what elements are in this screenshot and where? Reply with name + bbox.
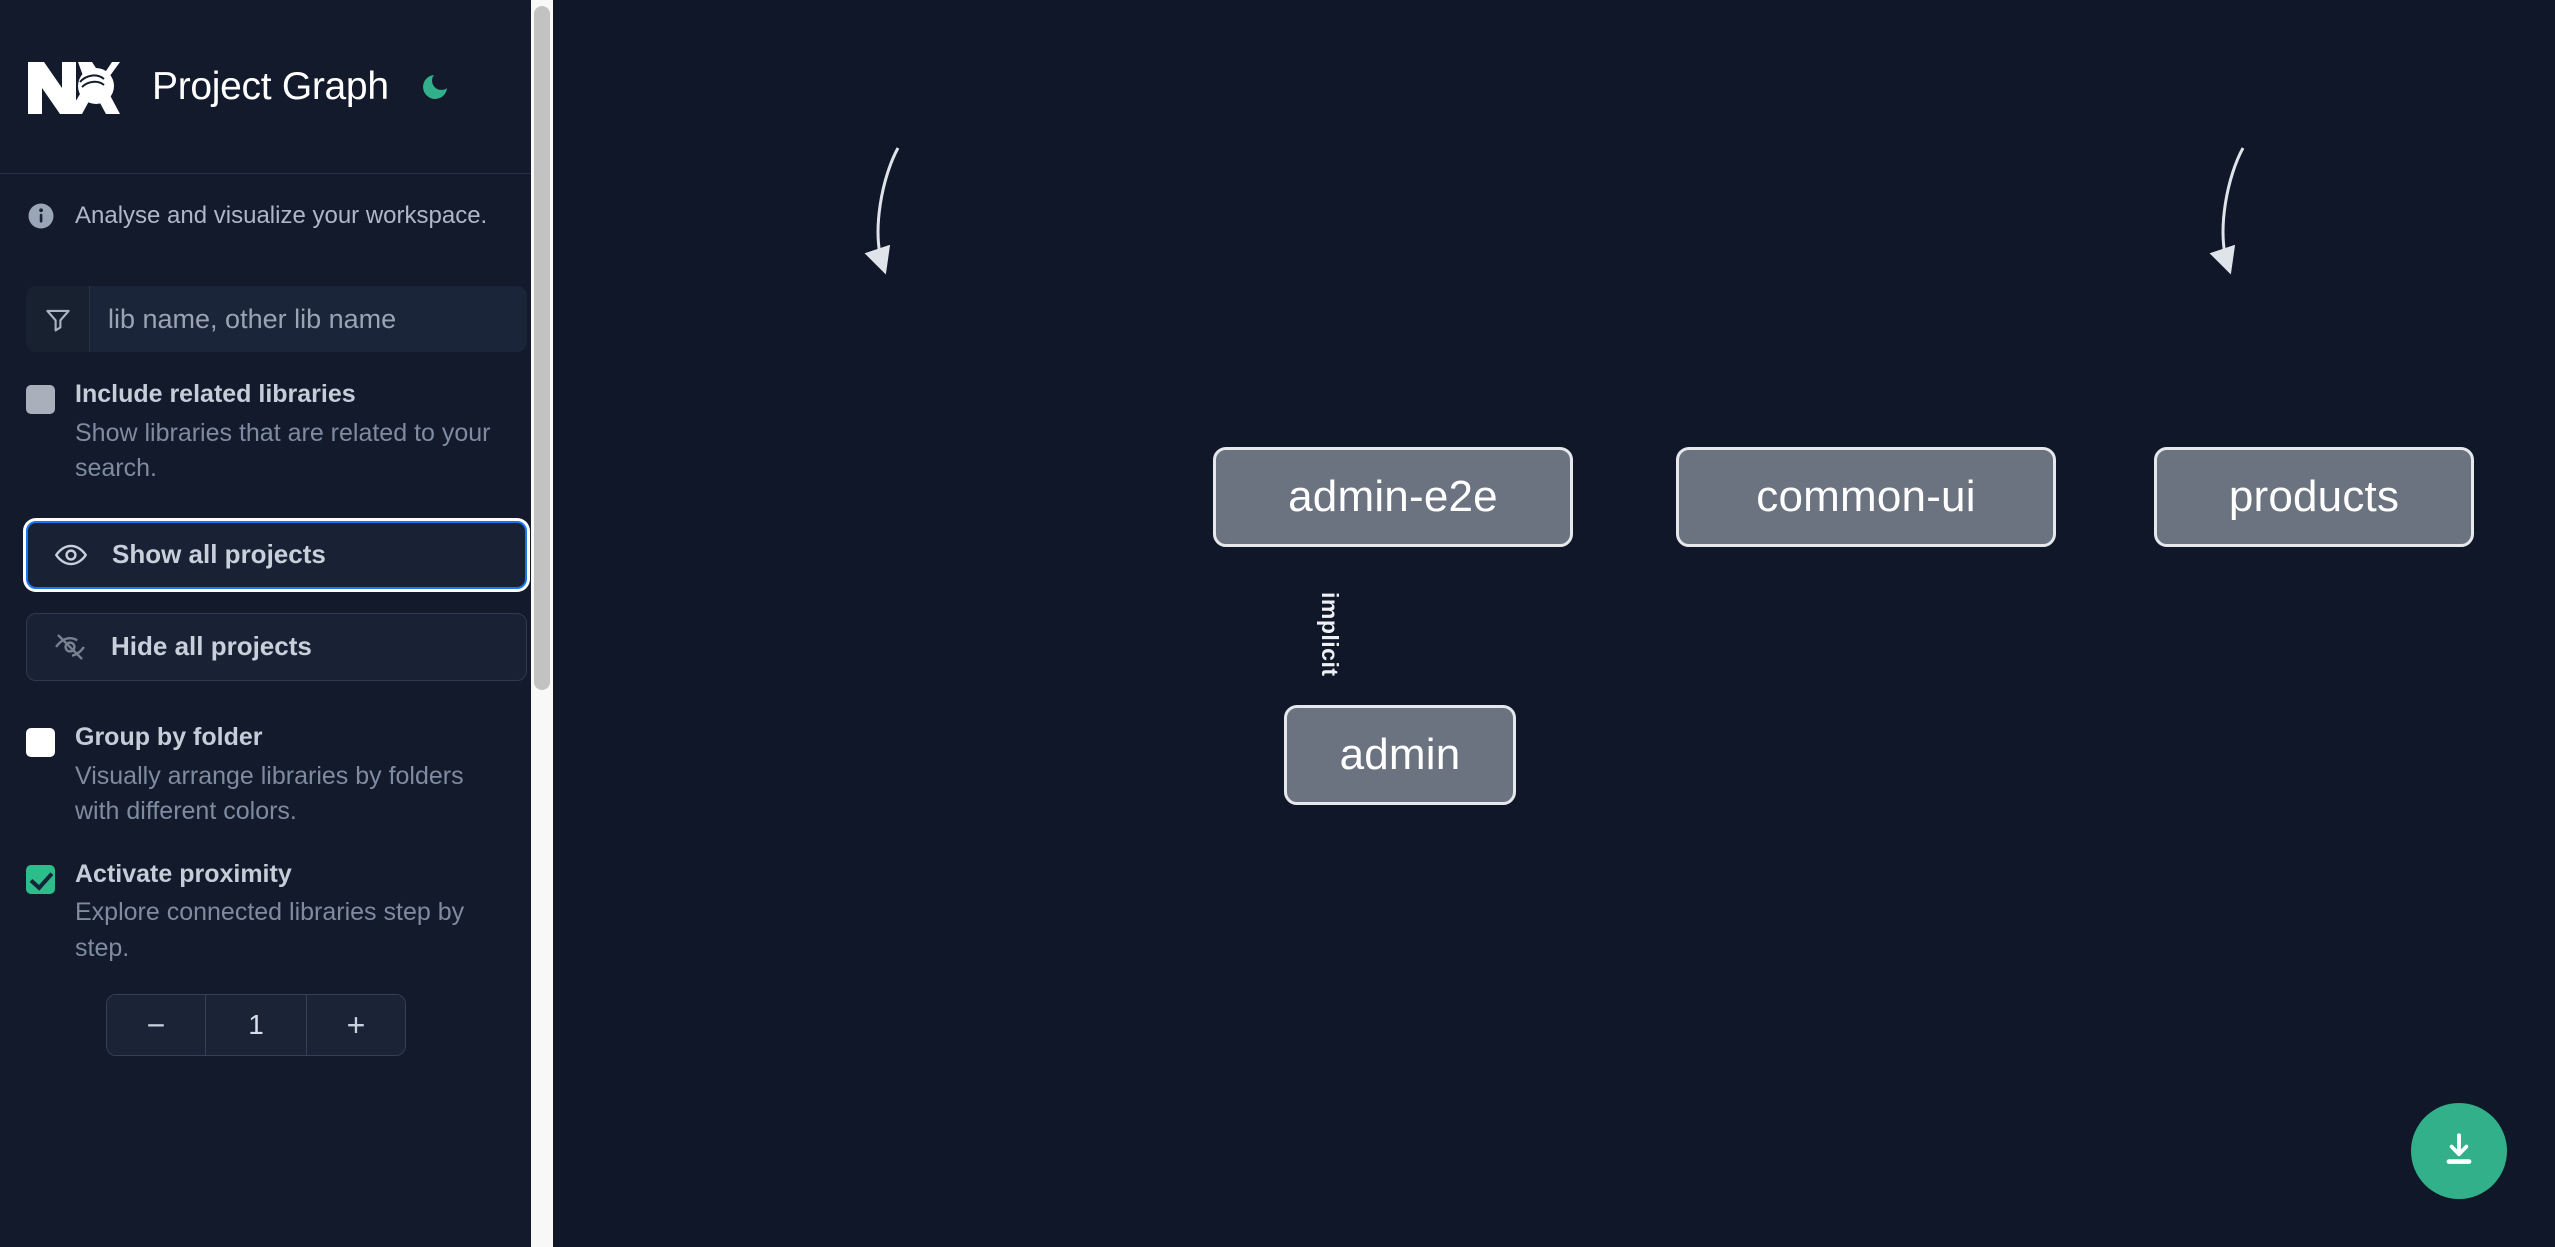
eye-off-icon [53, 630, 87, 664]
info-icon [26, 201, 56, 231]
graph-node-admin-e2e[interactable]: admin-e2e [1213, 447, 1573, 547]
option-include-related-libraries[interactable]: Include related libraries Show libraries… [0, 352, 553, 487]
nx-logo [26, 56, 122, 118]
activate-proximity-checkbox[interactable] [26, 864, 55, 894]
graph-node-common-ui[interactable]: common-ui [1676, 447, 2056, 547]
sidebar-scrollbar-thumb[interactable] [534, 6, 550, 690]
graph-canvas[interactable]: admin-e2e common-ui products store-e2e a… [553, 0, 2555, 1247]
search-input[interactable] [90, 286, 527, 352]
proximity-value: 1 [205, 995, 307, 1056]
page-title: Project Graph [152, 64, 389, 108]
graph-node-admin[interactable]: admin [1284, 705, 1516, 805]
text-filter-box[interactable] [26, 286, 527, 352]
group-by-folder-label: Group by folder [75, 722, 263, 751]
proximity-increment-button[interactable]: + [307, 995, 405, 1056]
workspace-tagline: Analyse and visualize your workspace. [0, 174, 553, 258]
include-related-libraries-label: Include related libraries [75, 380, 356, 408]
sidebar-header: Project Graph [0, 0, 553, 174]
activate-proximity-description: Explore connected libraries step by step… [75, 898, 465, 962]
tagline-text: Analyse and visualize your workspace. [75, 202, 488, 229]
group-by-folder-checkbox[interactable] [26, 727, 55, 757]
eye-icon [54, 538, 88, 572]
proximity-stepper: − 1 + [106, 994, 406, 1057]
sidebar: Project Graph Analyse and visualize yo [0, 0, 553, 1247]
activate-proximity-label: Activate proximity [75, 859, 292, 888]
edge-label-admin-implicit: implicit [1317, 592, 1343, 677]
download-icon [2438, 1129, 2480, 1174]
include-related-libraries-checkbox[interactable] [26, 385, 55, 414]
show-all-projects-button[interactable]: Show all projects [26, 520, 527, 589]
moon-icon[interactable] [415, 67, 455, 107]
proximity-decrement-button[interactable]: − [107, 995, 205, 1056]
include-related-libraries-description: Show libraries that are related to your … [75, 418, 491, 483]
option-activate-proximity[interactable]: Activate proximity Explore connected lib… [0, 830, 553, 967]
proximity-stepper-row: − 1 + [0, 966, 553, 1057]
graph-node-products[interactable]: products [2154, 447, 2474, 547]
hide-all-projects-button[interactable]: Hide all projects [26, 612, 527, 681]
filter-row [0, 258, 553, 352]
download-graph-button[interactable] [2411, 1103, 2507, 1199]
option-group-by-folder[interactable]: Group by folder Visually arrange librari… [0, 681, 553, 830]
project-visibility-buttons: Show all projects Hide all projects [0, 487, 553, 681]
show-all-projects-label: Show all projects [112, 539, 326, 570]
group-by-folder-description: Visually arrange libraries by folders wi… [75, 761, 464, 826]
hide-all-projects-label: Hide all projects [111, 631, 312, 662]
funnel-icon [26, 286, 90, 352]
graph-edges [864, 147, 2245, 275]
sidebar-scrollbar-track[interactable] [531, 0, 553, 1247]
